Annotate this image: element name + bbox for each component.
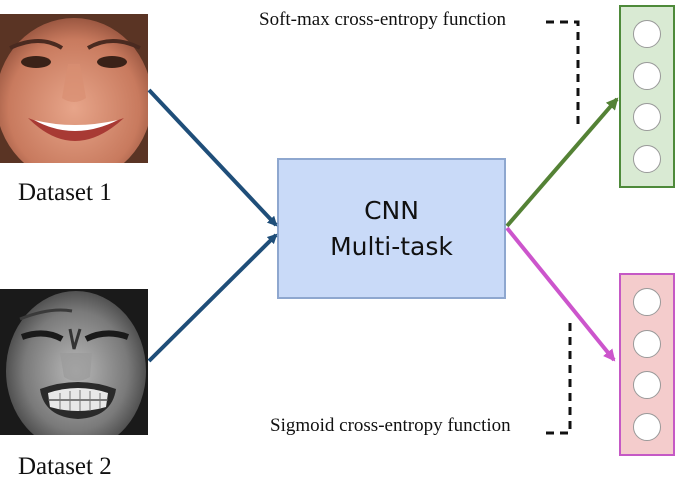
softmax-output-layer: [619, 5, 675, 188]
arrow-cnn-to-sigmoid: [505, 226, 616, 362]
softmax-leader-line: [546, 20, 580, 128]
sigmoid-leader-line: [546, 320, 572, 435]
sigmoid-loss-label: Sigmoid cross-entropy function: [270, 415, 511, 436]
arrow-dataset1-to-cnn: [147, 88, 278, 227]
output-node: [633, 144, 661, 173]
face-photo-smiling: [0, 14, 148, 163]
dataset-2-caption: Dataset 2: [18, 453, 112, 480]
dataset-1-caption: Dataset 1: [18, 179, 112, 206]
output-node: [633, 412, 661, 441]
arrow-cnn-to-softmax: [505, 97, 619, 228]
cnn-title: CNN: [364, 195, 419, 225]
arrow-dataset2-to-cnn: [147, 233, 278, 363]
output-node: [633, 20, 661, 49]
softmax-loss-label: Soft-max cross-entropy function: [259, 9, 506, 30]
cnn-multitask-box: CNN Multi-task: [277, 158, 506, 299]
output-node: [633, 288, 661, 317]
output-node: [633, 61, 661, 90]
output-node: [633, 103, 661, 132]
sigmoid-output-layer: [619, 273, 675, 456]
output-node: [633, 371, 661, 400]
face-photo-angry: [0, 289, 148, 435]
output-node: [633, 329, 661, 358]
cnn-subtitle: Multi-task: [330, 231, 453, 261]
